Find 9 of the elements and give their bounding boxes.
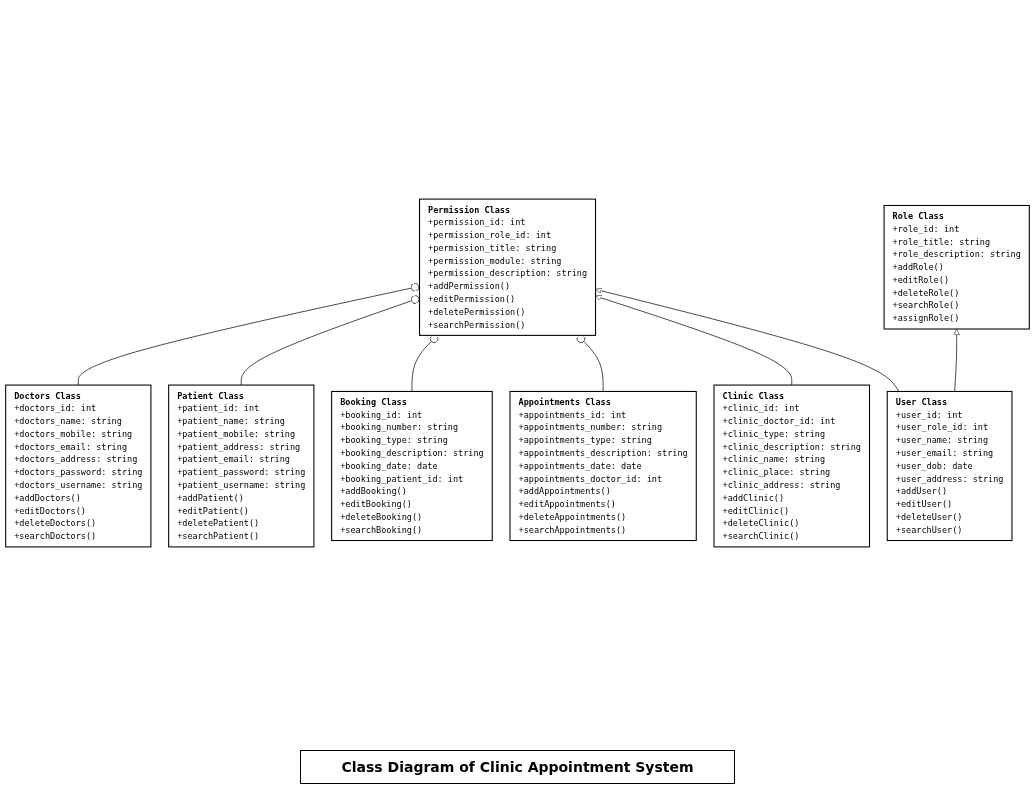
node-box: Role Class +role_id: int +role_title: string +role_description: string +addRole() +editRole() +deleteRole() +searchRole() +assignRole() — [883, 204, 1030, 330]
caption: Class Diagram of Clinic Appointment System — [300, 750, 735, 784]
node-box: Permission Class +permission_id: int +permission_role_id: int +permission_title: string +permission_module: string +permission_description: string +addPermission() +editPermission() +deletePermission() +searchPermission() — [419, 198, 597, 336]
node-box: Doctors Class +doctors_id: int +doctors_name: string +doctors_mobile: string +doctors_email: string +doctors_address: string +doctors_password: string +doctors_username: string +addDoctors() +editDoctors() +deleteDoctors() +searchDoctors() — [5, 384, 152, 548]
node-box: User Class +user_id: int +user_role_id: int +user_name: string +user_email: string +user_dob: date +user_address: string +addUser() +editUser() +deleteUser() +searchUser() — [886, 390, 1013, 542]
node-box: Clinic Class +clinic_id: int +clinic_doctor_id: int +clinic_type: string +clinic_description: string +clinic_name: string +clinic_place: string +clinic_address: string +addClinic() +editClinic() +deleteClinic() +searchClinic() — [713, 384, 871, 548]
node-box: Appointments Class +appointments_id: int +appointments_number: string +appointments_type: string +appointments_description: string +appointments_date: date +appointments_doctor_id: int +addAppointments() +editAppointments() +deleteAppointments() +searchAppointments() — [509, 390, 697, 542]
node-box: Patient Class +patient_id: int +patient_name: string +patient_mobile: string +patient_address: string +patient_email: string +patient_password: string +patient_username: string +addPatient() +editPatient() +deletePatient() +searchPatient() — [168, 384, 315, 548]
node-box: Booking Class +booking_id: int +booking_number: string +booking_type: string +booking_description: string +booking_date: date +booking_patient_id: int +addBooking() +editBooking() +deleteBooking() +searchBooking() — [331, 390, 493, 542]
